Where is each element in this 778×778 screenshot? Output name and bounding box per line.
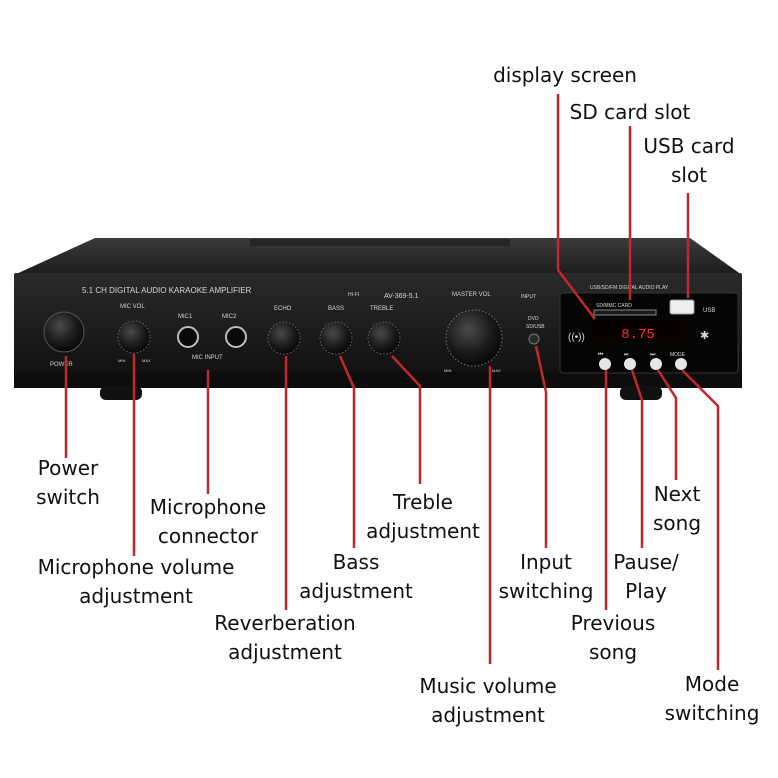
sd-card-label: SD/MMC CARD bbox=[596, 303, 632, 309]
top-panel bbox=[14, 238, 742, 275]
leader-display-screen bbox=[556, 94, 596, 320]
leader-pause-play bbox=[630, 369, 644, 548]
callout-music-volume: Music volume adjustment bbox=[419, 674, 557, 727]
logo-text: HI-FI bbox=[348, 292, 359, 298]
panel-header-label: 5.1 CH DIGITAL AUDIO KARAOKE AMPLIFIER bbox=[82, 286, 252, 295]
callout-treble-adjustment: Treble adjustment bbox=[366, 490, 480, 543]
callout-bass-adjustment: Bass adjustment bbox=[299, 550, 413, 603]
right-foot bbox=[620, 386, 662, 400]
master-vol-max: MAX bbox=[492, 368, 501, 373]
wireless-icon: ((•)) bbox=[568, 332, 585, 343]
leader-lines bbox=[64, 94, 720, 670]
mic-input-label: MIC INPUT bbox=[192, 355, 223, 361]
leader-treble bbox=[391, 355, 422, 484]
bass-label: BASS bbox=[328, 306, 344, 312]
echo-label: ECHO bbox=[274, 306, 292, 312]
leader-mode-switching bbox=[681, 369, 720, 670]
bottom-lip bbox=[14, 372, 742, 388]
left-foot bbox=[100, 386, 142, 400]
input-sdusb-label: SD/USB bbox=[526, 324, 545, 330]
callout-usb-card-slot: USB card slot bbox=[643, 134, 735, 187]
mic-vol-min: MIN bbox=[118, 358, 125, 363]
callout-microphone-volume: Microphone volume adjustment bbox=[37, 555, 235, 608]
usb-port-label: USB bbox=[703, 308, 715, 314]
callout-mode-switching: Mode switching bbox=[664, 672, 760, 725]
mic1-label: MIC1 bbox=[178, 314, 193, 320]
bass-knob[interactable] bbox=[319, 321, 353, 355]
mode-label: MODE bbox=[670, 352, 686, 358]
master-vol-min: MIN bbox=[444, 368, 451, 373]
callout-power-switch: Power switch bbox=[36, 456, 100, 509]
callout-sd-card-slot: SD card slot bbox=[569, 100, 691, 124]
bluetooth-icon: ✱ bbox=[700, 330, 709, 342]
callout-pause-play: Pause/ Play bbox=[613, 550, 679, 603]
master-vol-knob[interactable] bbox=[445, 309, 503, 367]
mic2-label: MIC2 bbox=[222, 314, 237, 320]
input-label: INPUT bbox=[521, 294, 536, 300]
play-pause-icon: ⏯ bbox=[624, 352, 629, 358]
power-button[interactable] bbox=[43, 311, 85, 353]
play-pause-button[interactable] bbox=[624, 358, 636, 370]
next-icon: ⏭ bbox=[650, 352, 656, 358]
treble-knob[interactable] bbox=[367, 321, 401, 355]
input-switch-button[interactable] bbox=[528, 333, 540, 345]
prev-icon: ⏮ bbox=[598, 352, 604, 358]
callout-next-song: Next song bbox=[652, 482, 702, 535]
led-display bbox=[592, 320, 686, 342]
treble-label: TREBLE bbox=[370, 306, 393, 312]
callout-reverberation-adjustment: Reverberation adjustment bbox=[214, 611, 356, 664]
power-label: POWER bbox=[50, 362, 73, 368]
previous-button[interactable] bbox=[599, 358, 611, 370]
leader-input-switching bbox=[534, 345, 548, 548]
callout-microphone-connector: Microphone connector bbox=[149, 495, 267, 548]
model-label: AV-369-5.1 bbox=[384, 293, 419, 300]
mic1-jack[interactable] bbox=[177, 326, 199, 348]
mode-button[interactable] bbox=[675, 358, 687, 370]
mic2-jack[interactable] bbox=[225, 326, 247, 348]
next-button[interactable] bbox=[650, 358, 662, 370]
amplifier-body: 5.1 CH DIGITAL AUDIO KARAOKE AMPLIFIER H… bbox=[14, 238, 742, 400]
top-vent bbox=[250, 239, 510, 246]
leader-bass bbox=[338, 355, 356, 548]
usb-port[interactable] bbox=[669, 299, 695, 315]
callout-display-screen: display screen bbox=[493, 63, 637, 87]
mic-vol-max: MAX bbox=[142, 358, 151, 363]
mic-vol-label: MIC VOL bbox=[120, 304, 145, 310]
input-dvd-label: DVD bbox=[528, 316, 539, 322]
callout-previous-song: Previous song bbox=[570, 611, 656, 664]
leader-next-song bbox=[656, 369, 678, 480]
mic-vol-knob[interactable] bbox=[117, 320, 151, 354]
sd-card-slot[interactable] bbox=[593, 309, 657, 316]
callout-input-switching: Input switching bbox=[498, 550, 594, 603]
echo-knob[interactable] bbox=[267, 321, 301, 355]
display-digits: 8.75 bbox=[621, 327, 655, 343]
master-vol-label: MASTER VOL bbox=[452, 292, 491, 298]
